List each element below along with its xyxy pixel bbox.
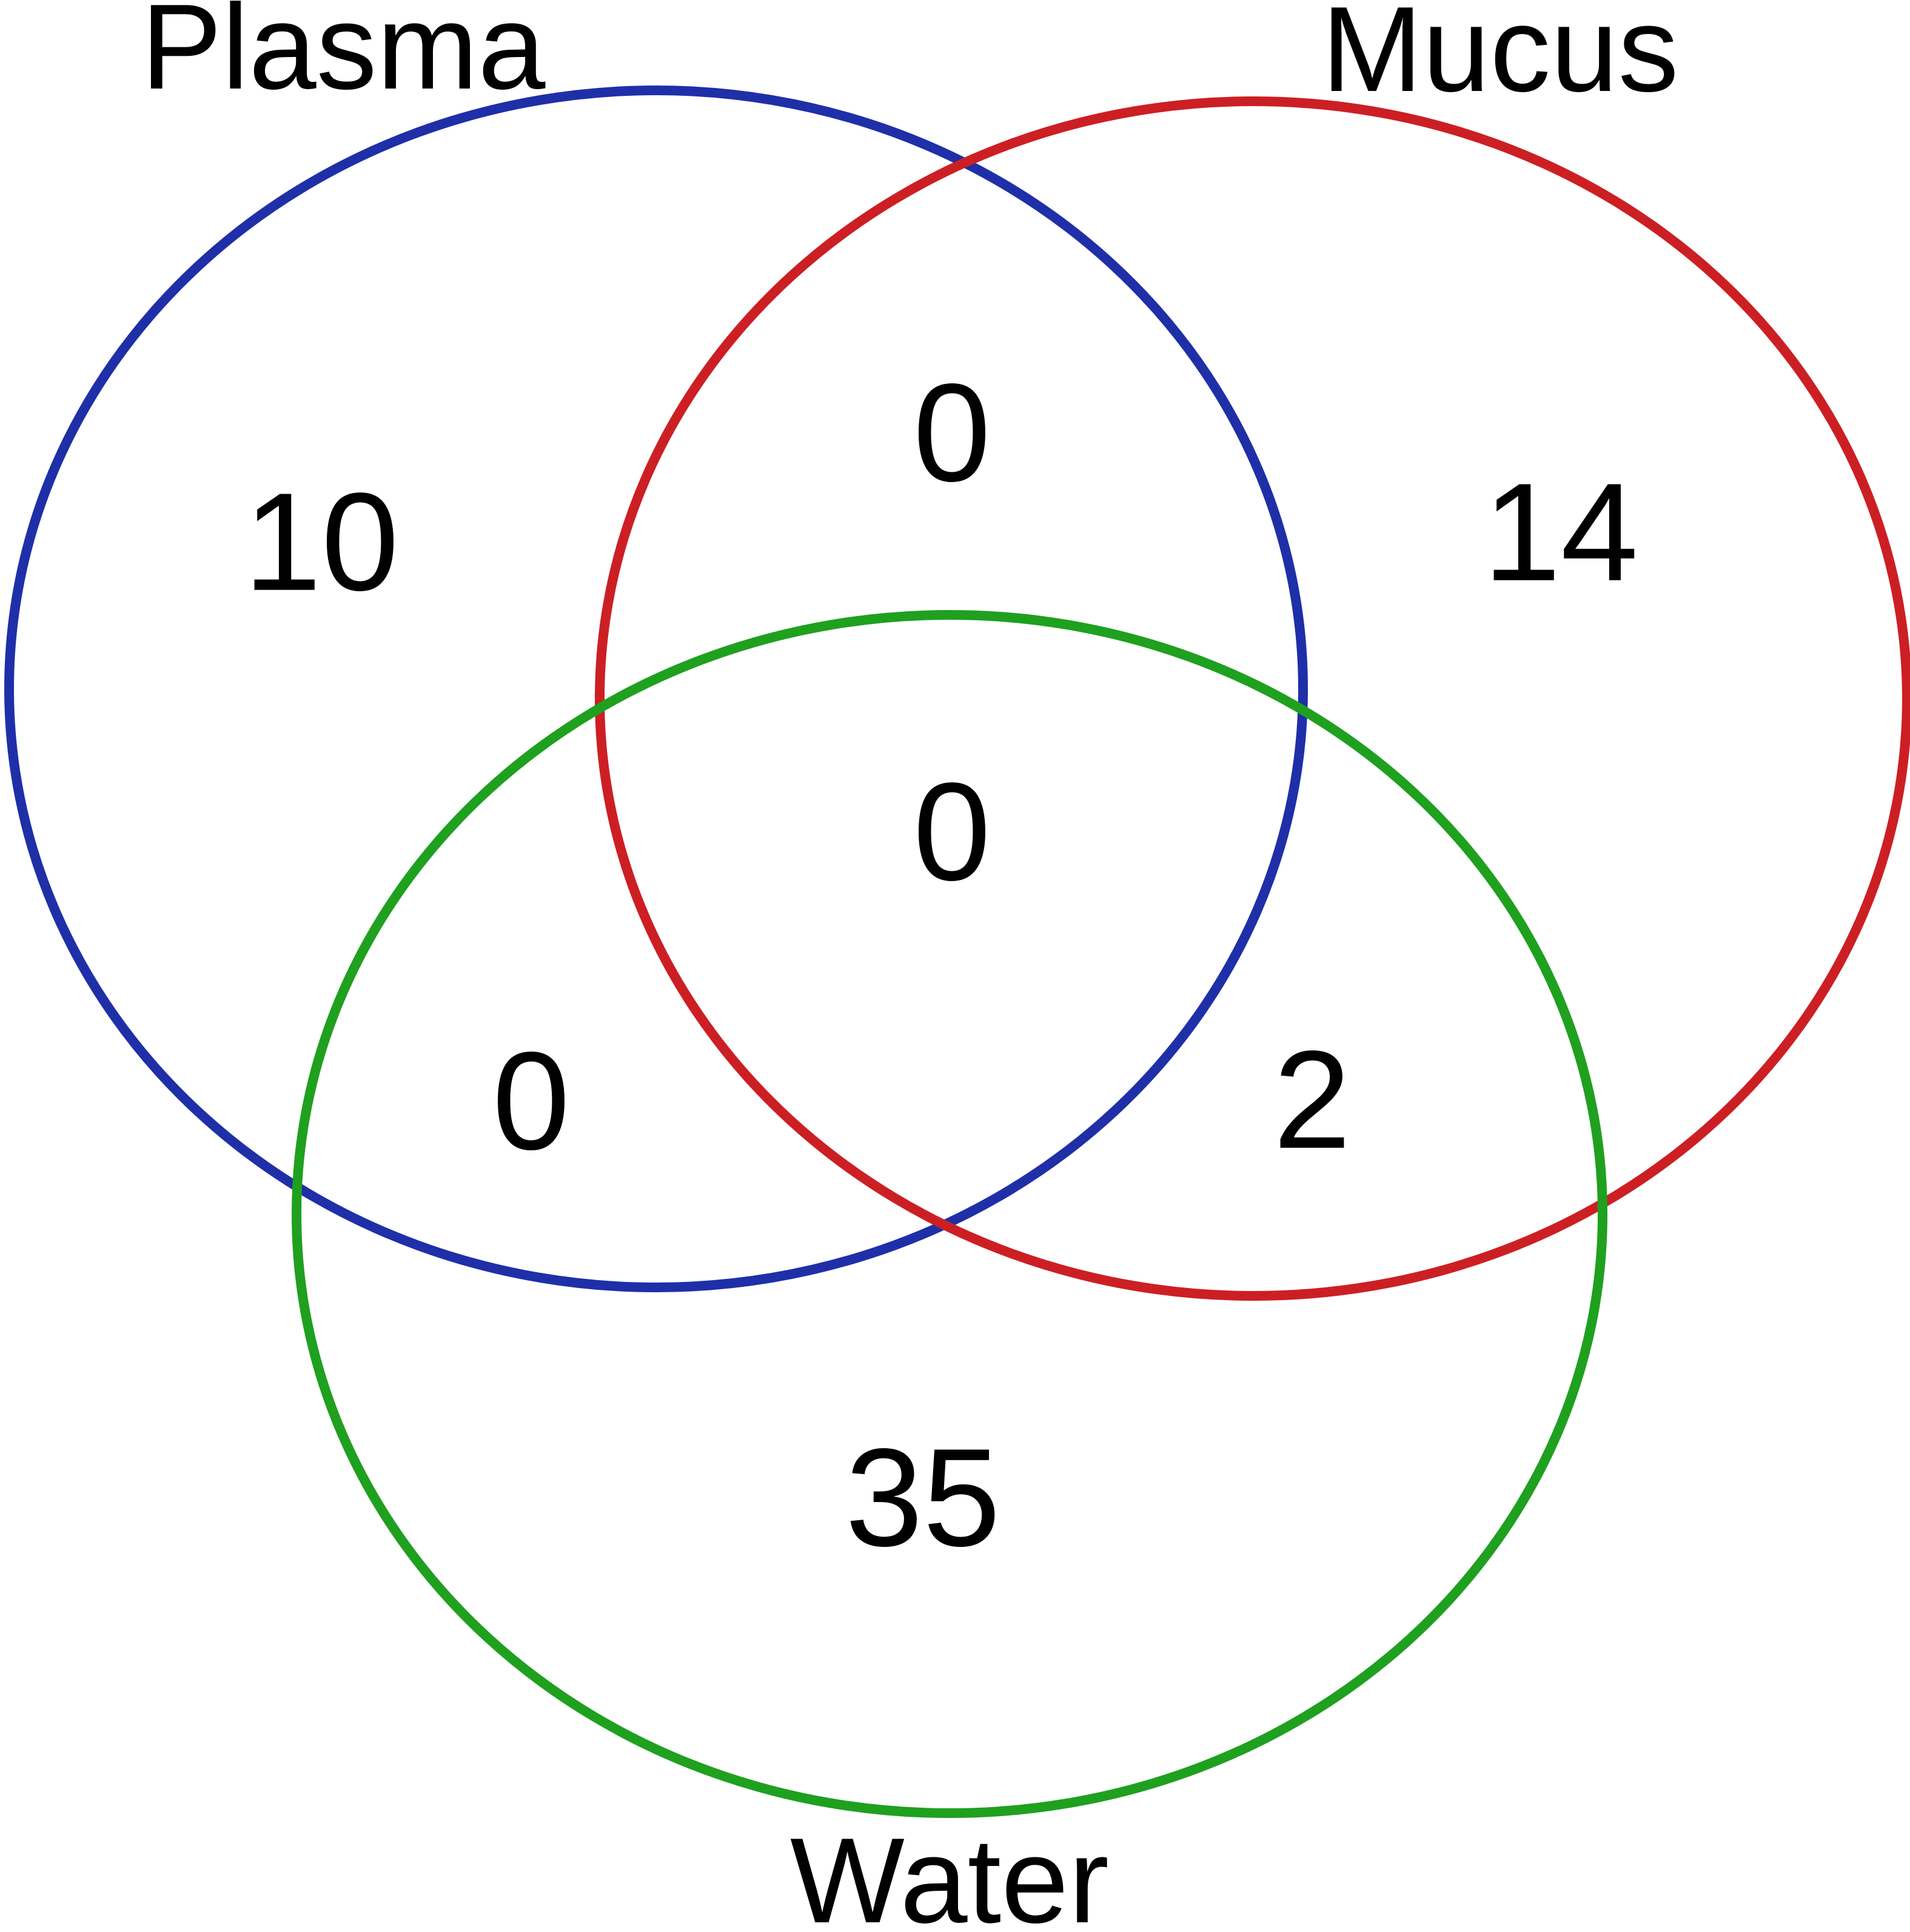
water-label: Water xyxy=(790,1813,1109,1932)
mucus-only-count: 14 xyxy=(1483,454,1638,610)
plasma-label: Plasma xyxy=(141,0,546,115)
mucus-label: Mucus xyxy=(1321,0,1678,117)
water-ellipse xyxy=(292,610,1607,1818)
all-three-count: 0 xyxy=(913,754,991,910)
plasma-water-count: 0 xyxy=(492,1023,570,1179)
plasma-only-count: 10 xyxy=(244,464,399,620)
water-only-count: 35 xyxy=(845,1420,1000,1575)
plasma-mucus-count: 0 xyxy=(913,355,991,511)
mucus-ellipse xyxy=(595,96,1910,1301)
plasma-ellipse xyxy=(4,86,1308,1292)
mucus-water-count: 2 xyxy=(1273,1022,1351,1178)
